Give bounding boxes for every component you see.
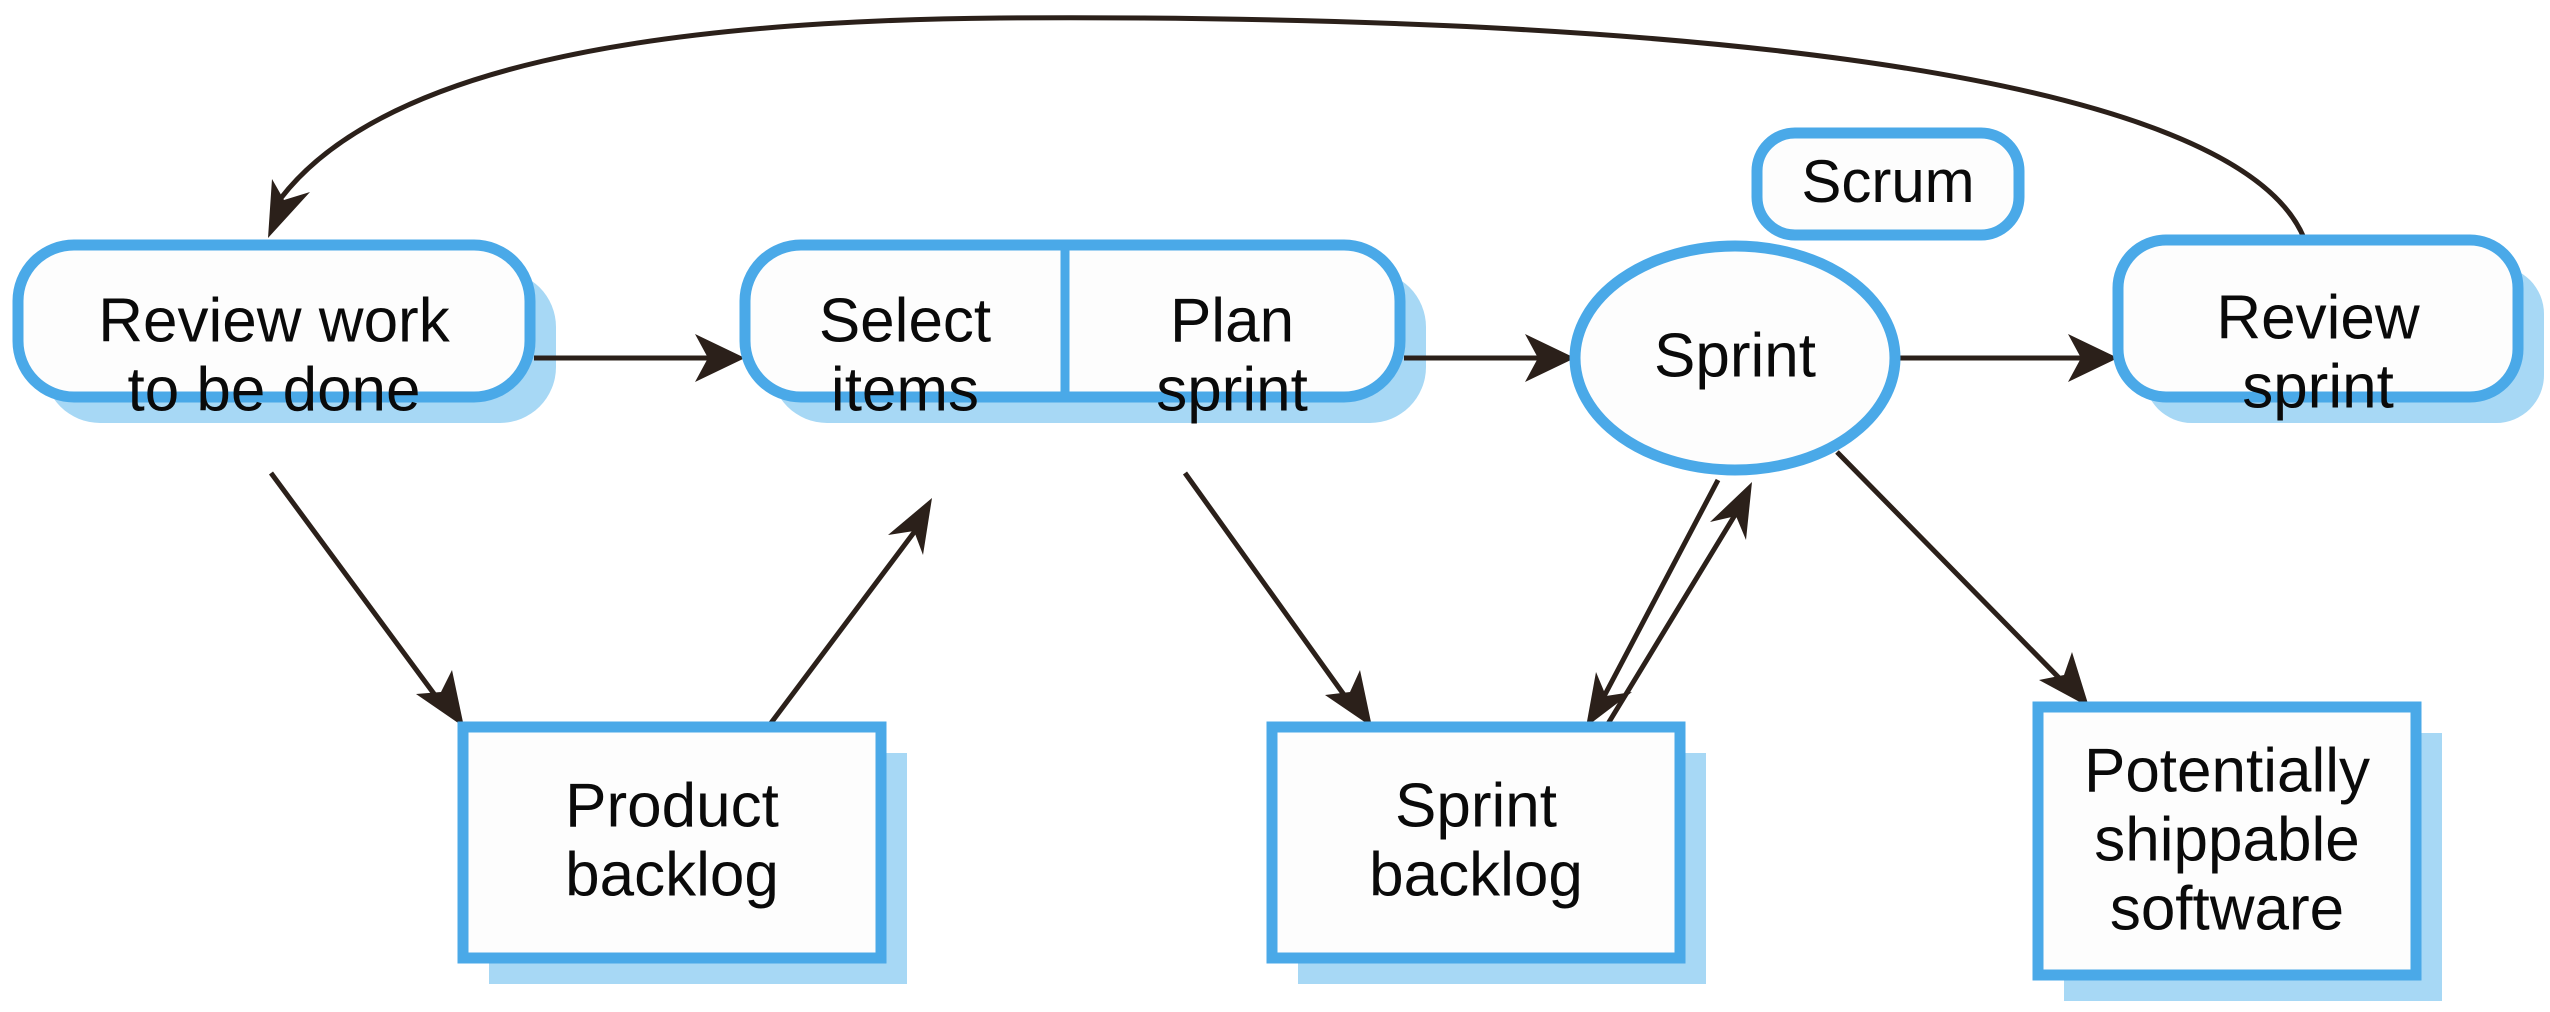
node-sprint-shape [1569,240,1901,476]
node-potentially-shippable-line-2: shippable [2094,805,2359,874]
node-sprint[interactable]: Sprint [1569,240,1901,476]
node-plan-sprint-line-1: Plan [1170,286,1294,355]
node-review-sprint[interactable]: Review sprint [2112,234,2524,421]
node-review-sprint-line-2: sprint [2242,352,2394,421]
edge-sprint-to-potentially-shippable [1835,450,2089,707]
edge-select-plan-to-sprint [1404,334,1575,382]
node-potentially-shippable[interactable]: Potentially shippable software [2032,701,2422,981]
node-review-work-line-2: to be done [127,355,420,424]
node-review-sprint-shape [2112,234,2524,403]
edge-review-sprint-to-review-work [268,15,2307,239]
node-scrum-label: Scrum [1801,148,1974,215]
node-review-work-shape [12,239,536,403]
edge-plan-sprint-to-sprint-backlog [1182,471,1372,727]
node-product-backlog-line-1: Product [565,771,779,840]
node-potentially-shippable-line-1: Potentially [2084,736,2370,805]
node-sprint-backlog-shape [1266,721,1686,964]
edge-review-work-to-product-backlog [268,471,464,727]
edge-sprint-to-sprint-backlog [1586,478,1721,727]
node-scrum-shape [1751,127,2025,241]
node-product-backlog-line-2: backlog [565,840,779,909]
node-scrum[interactable]: Scrum [1751,127,2025,241]
edge-sprint-to-review-sprint [1897,334,2118,382]
node-potentially-shippable-line-3: software [2110,874,2344,943]
node-product-backlog[interactable]: Product backlog [457,721,887,964]
node-plan-sprint-line-2: sprint [1156,355,1308,424]
edge-product-backlog-to-select [766,498,932,729]
node-select-items-line-2: items [831,355,979,424]
node-review-work[interactable]: Review work to be done [12,239,536,424]
node-review-work-line-1: Review work [98,286,450,355]
node-select-plan[interactable]: Select items Plan sprint [739,239,1406,424]
node-select-items-line-1: Select [819,286,991,355]
node-sprint-label: Sprint [1654,321,1816,390]
edge-sprint-backlog-to-sprint [1603,482,1752,729]
node-potentially-shippable-shape [2032,701,2422,981]
node-sprint-backlog-line-2: backlog [1369,840,1583,909]
node-review-sprint-line-1: Review [2216,283,2420,352]
node-product-backlog-shape [457,721,887,964]
node-sprint-backlog[interactable]: Sprint backlog [1266,721,1686,964]
edge-review-work-to-select [534,334,745,382]
node-sprint-backlog-line-1: Sprint [1395,771,1557,840]
node-select-plan-shape [739,239,1406,403]
edge-layer [268,15,2307,729]
